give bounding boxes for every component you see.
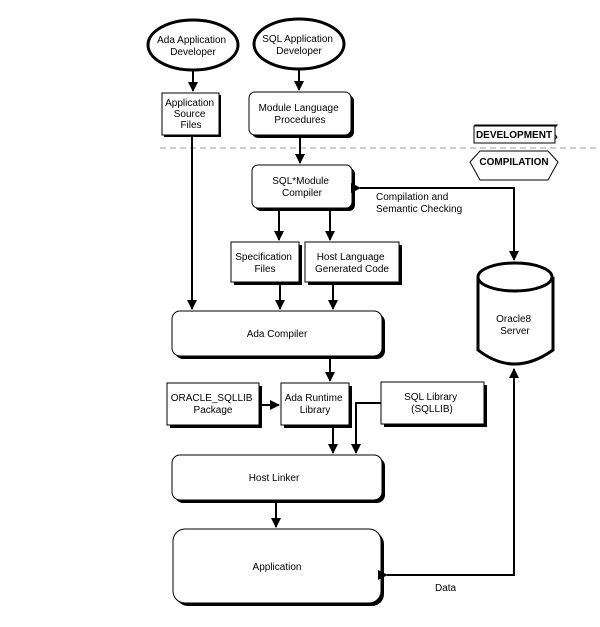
compilation-tag-label: COMPILATION bbox=[479, 157, 548, 168]
svg-text:Application Source: Application Source Files bbox=[165, 98, 217, 131]
sqlmodule-line-2: Compiler bbox=[282, 188, 323, 199]
sql-library-line-1: SQL Library bbox=[404, 392, 457, 403]
compilation-tag: COMPILATION bbox=[469, 150, 559, 181]
ada-developer-line-1: Ada Application bbox=[157, 35, 226, 46]
host-linker-label: Host Linker bbox=[249, 473, 300, 484]
app-source-files-node: Application Source Files bbox=[161, 92, 221, 137]
ada-runtime-library-node: Ada Runtime Library bbox=[280, 382, 352, 428]
arrow-application-server-data bbox=[378, 368, 519, 580]
svg-text:Ada Runtime Library: Ada Runtime Library bbox=[285, 393, 346, 416]
application-label: Application bbox=[253, 562, 302, 573]
ada-developer-line-2: Developer bbox=[170, 47, 216, 58]
oracle-server-line-2: Server bbox=[500, 326, 530, 337]
module-procs-line-1: Module Language bbox=[259, 103, 340, 114]
arrow-sqlmodule-server-checking bbox=[351, 183, 519, 261]
compilation-checking-line-1: Compilation and bbox=[376, 192, 448, 203]
ada-developer-node: Ada Application Developer bbox=[146, 18, 240, 72]
spec-files-line-2: Files bbox=[254, 264, 275, 275]
module-procs-line-2: Procedures bbox=[274, 115, 325, 126]
sql-developer-line-2: Developer bbox=[276, 46, 322, 57]
app-source-line-2: Source bbox=[174, 109, 206, 120]
sqlmodule-compiler-node: SQL*Module Compiler bbox=[251, 164, 355, 211]
spec-files-line-1: Specification bbox=[235, 252, 292, 263]
oracle-sqllib-package-node: ORACLE_SQLLIB Package bbox=[166, 382, 262, 428]
application-node: Application bbox=[172, 528, 384, 606]
development-tag: DEVELOPMENT bbox=[473, 124, 559, 144]
oracle-server-line-1: Oracle8 bbox=[496, 314, 531, 325]
svg-text:SQL Application Develope: SQL Application Developer bbox=[262, 34, 336, 57]
development-tag-label: DEVELOPMENT bbox=[476, 130, 552, 141]
ada-compiler-node: Ada Compiler bbox=[171, 310, 385, 359]
app-source-line-1: Application bbox=[165, 98, 214, 109]
oracle-server-node: Oracle8 Server bbox=[476, 261, 555, 366]
compilation-checking-label: Compilation and Semantic Checking bbox=[376, 192, 462, 215]
svg-text:Oracle8 Server: Oracle8 Server bbox=[496, 314, 534, 337]
sql-developer-line-1: SQL Application bbox=[262, 34, 333, 45]
sql-developer-node: SQL Application Developer bbox=[252, 17, 346, 71]
svg-text:Host Language Generated: Host Language Generated Code bbox=[315, 252, 389, 275]
oracle-sqllib-line-1: ORACLE_SQLLIB bbox=[171, 393, 253, 404]
arrow-sqllibrary-to-linker bbox=[351, 402, 381, 454]
data-label: Data bbox=[435, 583, 457, 594]
svg-text:ORACLE_SQLLIB Package: ORACLE_SQLLIB Package bbox=[171, 393, 256, 416]
ada-compiler-label: Ada Compiler bbox=[247, 329, 308, 340]
module-procedures-node: Module Language Procedures bbox=[248, 91, 354, 138]
app-source-line-3: Files bbox=[180, 120, 201, 131]
sqlmodule-line-1: SQL*Module bbox=[272, 176, 329, 187]
ada-runtime-line-2: Library bbox=[300, 405, 331, 416]
sql-library-node: SQL Library (SQLLIB) bbox=[380, 381, 487, 427]
sql-library-line-2: (SQLLIB) bbox=[411, 404, 453, 415]
host-code-line-1: Host Language bbox=[317, 252, 385, 263]
ada-runtime-line-1: Ada Runtime bbox=[285, 393, 343, 404]
host-linker-node: Host Linker bbox=[171, 454, 385, 503]
host-code-line-2: Generated Code bbox=[315, 264, 389, 275]
compilation-checking-line-2: Semantic Checking bbox=[376, 204, 462, 215]
connectors bbox=[187, 69, 519, 580]
svg-text:Specification Files: Specification Files bbox=[235, 252, 294, 275]
svg-text:Module Language Procedur: Module Language Procedures bbox=[259, 103, 342, 126]
specification-files-node: Specification Files bbox=[230, 241, 302, 285]
host-generated-code-node: Host Language Generated Code bbox=[304, 241, 402, 285]
svg-text:SQL*Module Compiler: SQL*Module Compiler bbox=[272, 176, 331, 199]
svg-text:SQL Library (SQLLIB): SQL Library (SQLLIB) bbox=[404, 392, 460, 415]
svg-text:Ada Application Develope: Ada Application Developer bbox=[157, 35, 229, 58]
oracle-sqllib-line-2: Package bbox=[194, 405, 233, 416]
